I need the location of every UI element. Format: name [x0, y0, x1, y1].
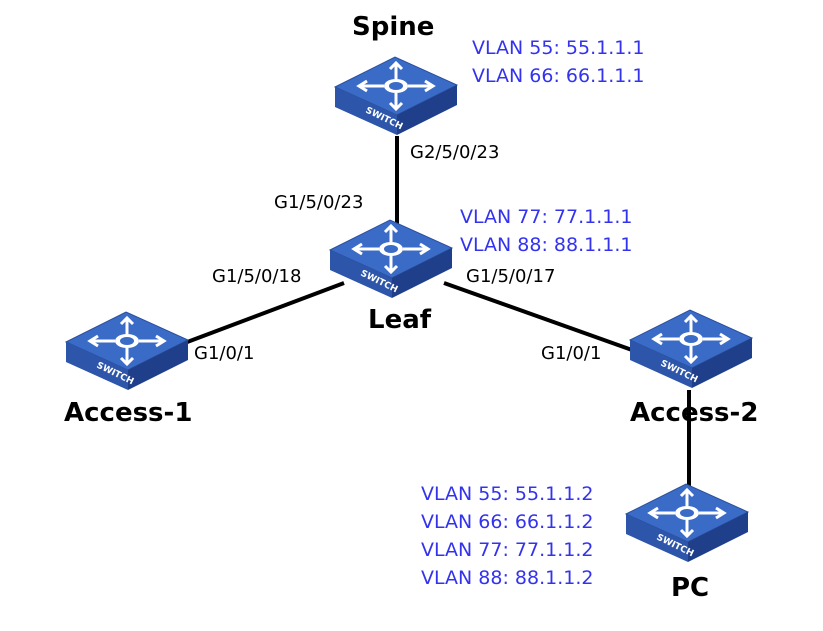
- vlan-entry: VLAN 88: 88.1.1.1: [460, 234, 633, 256]
- vlan-entry: VLAN 55: 55.1.1.2: [421, 483, 594, 505]
- pc-switch-icon: SWITCH: [624, 482, 750, 564]
- access2-label: Access-2: [630, 398, 759, 428]
- vlan-entry: VLAN 66: 66.1.1.1: [472, 65, 645, 87]
- port-leaf-up: G1/5/0/23: [274, 192, 364, 213]
- pc-vlan-list: VLAN 55: 55.1.1.2 VLAN 66: 66.1.1.2 VLAN…: [421, 480, 593, 592]
- pc-label: PC: [671, 573, 710, 603]
- vlan-entry: VLAN 88: 88.1.1.2: [421, 567, 594, 589]
- access1-label: Access-1: [64, 398, 193, 428]
- link-leaf-access1: [165, 281, 345, 352]
- port-leaf-to-access1: G1/5/0/18: [212, 266, 302, 287]
- leaf-label: Leaf: [368, 305, 432, 335]
- leaf-switch-icon: SWITCH: [328, 218, 454, 300]
- link-leaf-access2: [443, 281, 633, 352]
- port-leaf-to-access2: G1/5/0/17: [466, 266, 556, 287]
- access2-switch-icon: SWITCH: [628, 308, 754, 390]
- spine-switch-icon: SWITCH: [333, 55, 459, 137]
- spine-label: Spine: [352, 12, 435, 42]
- leaf-vlan-list: VLAN 77: 77.1.1.1 VLAN 88: 88.1.1.1: [460, 203, 632, 259]
- vlan-entry: VLAN 77: 77.1.1.2: [421, 539, 594, 561]
- vlan-entry: VLAN 66: 66.1.1.2: [421, 511, 594, 533]
- vlan-entry: VLAN 55: 55.1.1.1: [472, 37, 645, 59]
- access1-switch-icon: SWITCH: [64, 310, 190, 392]
- port-access1-up: G1/0/1: [194, 343, 255, 364]
- vlan-entry: VLAN 77: 77.1.1.1: [460, 206, 633, 228]
- spine-vlan-list: VLAN 55: 55.1.1.1 VLAN 66: 66.1.1.1: [472, 34, 644, 90]
- port-access2-up: G1/0/1: [541, 343, 602, 364]
- port-spine-down: G2/5/0/23: [410, 142, 500, 163]
